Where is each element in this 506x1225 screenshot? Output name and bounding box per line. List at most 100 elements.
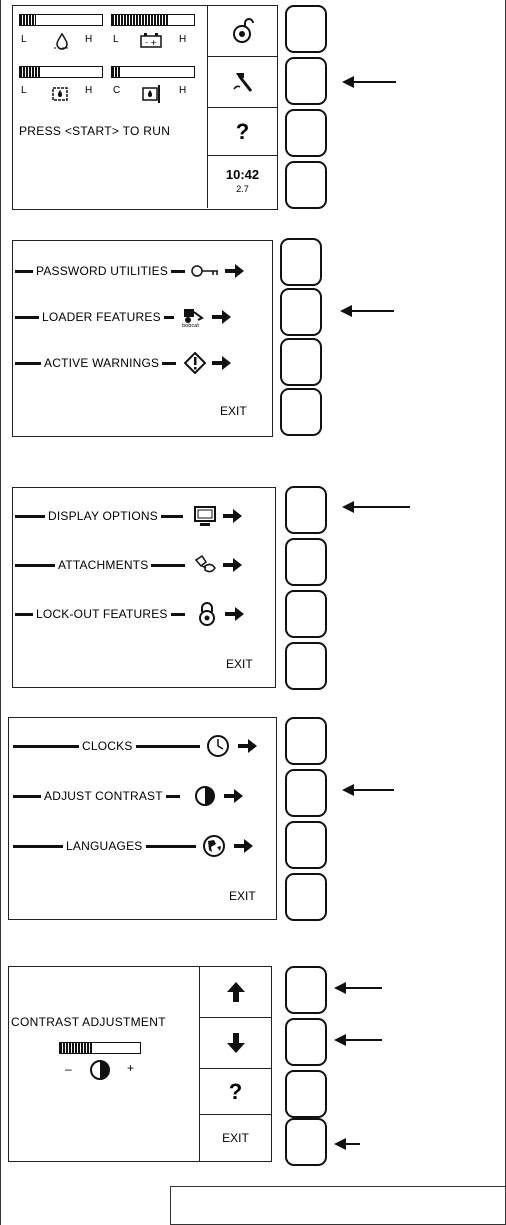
unlock-icon — [232, 18, 254, 43]
screen-utilities-menu: PASSWORD UTILITIES LOADER FEATURES bobca… — [12, 240, 273, 437]
battery-icon: - + — [140, 33, 162, 48]
screen-display-options-menu: CLOCKS ADJUST CONTRAST LANGUAGES EXIT — [8, 717, 277, 920]
menu-row-languages: LANGUAGES — [13, 835, 275, 857]
screen-main-display: L H L - + H L H C H PRESS <START> TO RUN… — [12, 5, 278, 210]
softkey-2-4[interactable] — [280, 388, 322, 436]
softkey-5-4[interactable] — [285, 1118, 327, 1166]
right-arrow-icon — [224, 607, 244, 621]
menu-label: ADJUST CONTRAST — [44, 789, 163, 803]
menu-row-loader: LOADER FEATURES bobcat — [15, 307, 265, 328]
contrast-title: CONTRAST ADJUSTMENT — [11, 1015, 166, 1029]
svg-text:bobcat: bobcat — [182, 323, 199, 328]
menu-label: LOCK-OUT FEATURES — [36, 607, 168, 621]
battery-gauge — [111, 14, 195, 26]
screen5-side-menu: ? EXIT — [199, 967, 271, 1161]
right-arrow-icon — [211, 310, 231, 324]
softkey-2-2[interactable] — [280, 288, 322, 336]
screen-contrast-adjustment: CONTRAST ADJUSTMENT – + ? EXIT — [8, 966, 272, 1162]
right-arrow-icon — [225, 264, 245, 278]
contrast-plus-label: + — [127, 1061, 135, 1075]
coolant-gauge — [111, 66, 195, 78]
clock-cell: 10:42 2.7 — [208, 156, 277, 208]
softkey-4-3[interactable] — [285, 821, 327, 869]
pointer-arrow-icon — [342, 784, 394, 796]
softkey-3-2[interactable] — [285, 538, 327, 586]
engine-oil-icon — [54, 32, 70, 50]
menu-label: ATTACHMENTS — [58, 558, 149, 572]
menu-label: PASSWORD UTILITIES — [36, 264, 169, 278]
softkey-1-4[interactable] — [285, 161, 327, 209]
help-icon: ? — [228, 1078, 243, 1104]
menu-row-clocks: CLOCKS — [13, 735, 275, 757]
help-cell: ? — [208, 108, 277, 156]
softkey-3-1[interactable] — [285, 486, 327, 534]
up-arrow-icon — [226, 982, 245, 1002]
pointer-arrow-icon — [340, 305, 394, 317]
clock-icon — [206, 735, 229, 757]
softkey-1-2[interactable] — [285, 57, 327, 105]
pointer-arrow-icon — [334, 982, 382, 994]
softkey-3-4[interactable] — [285, 642, 327, 690]
menu-row-warnings: ACTIVE WARNINGS — [15, 352, 265, 374]
right-arrow-icon — [237, 739, 257, 753]
softkey-1-1[interactable] — [285, 5, 327, 53]
start-message: PRESS <START> TO RUN — [19, 124, 171, 138]
menu-label: LOADER FEATURES — [42, 310, 161, 324]
softkey-3-3[interactable] — [285, 590, 327, 638]
clock-time: 10:42 — [225, 167, 260, 182]
softkey-2-3[interactable] — [280, 338, 322, 386]
softkey-4-1[interactable] — [285, 717, 327, 765]
pointer-arrow-icon — [342, 501, 410, 513]
gauge-high-label: H — [85, 85, 93, 96]
footer-box — [170, 1186, 506, 1225]
softkey-5-1[interactable] — [285, 966, 327, 1014]
fuel-icon — [52, 87, 68, 101]
pointer-arrow-icon — [334, 1034, 382, 1046]
unlock-cell — [208, 6, 277, 57]
warning-icon — [184, 352, 207, 374]
menu-label: LANGUAGES — [66, 839, 143, 853]
help-icon: ? — [235, 118, 250, 144]
gauge-low-label: L — [21, 34, 27, 45]
right-arrow-icon — [222, 509, 242, 523]
gauge-high-label: H — [179, 34, 187, 45]
right-arrow-icon — [223, 789, 243, 803]
svg-text:- +: - + — [145, 38, 157, 47]
contrast-icon — [90, 1060, 110, 1080]
contrast-icon — [194, 786, 215, 806]
gauge-low-label: L — [21, 85, 27, 96]
contrast-minus-label: – — [65, 1062, 72, 1076]
fuel-gauge — [19, 66, 103, 78]
pointer-arrow-icon — [334, 1138, 360, 1150]
softkey-4-4[interactable] — [285, 873, 327, 921]
menu-label: DISPLAY OPTIONS — [48, 509, 158, 523]
menu-label: CLOCKS — [82, 739, 133, 753]
softkey-1-3[interactable] — [285, 109, 327, 157]
padlock-icon — [198, 602, 215, 626]
gauge-low-label: L — [113, 34, 119, 45]
menu-row-lock-out: LOCK-OUT FEATURES — [15, 602, 271, 626]
exit-cell: EXIT — [200, 1115, 271, 1161]
gauge-high-label: H — [179, 85, 187, 96]
pointer-arrow-icon — [342, 76, 396, 88]
coolant-temp-icon — [142, 85, 160, 103]
softkey-4-2[interactable] — [285, 769, 327, 817]
tools-cell — [208, 57, 277, 108]
attachment-icon — [195, 554, 217, 573]
contrast-level-bar — [59, 1042, 141, 1054]
right-arrow-icon — [212, 356, 232, 370]
up-cell — [200, 967, 271, 1018]
down-cell — [200, 1018, 271, 1069]
gauge-high-label: H — [85, 34, 93, 45]
softkey-5-3[interactable] — [285, 1070, 327, 1118]
exit-label: EXIT — [226, 657, 253, 671]
loader-icon: bobcat — [182, 309, 204, 328]
softkey-5-2[interactable] — [285, 1018, 327, 1066]
menu-label: ACTIVE WARNINGS — [44, 356, 160, 370]
page-left-border — [0, 0, 1, 1225]
screen1-side-menu: ? 10:42 2.7 — [207, 6, 277, 208]
clock-sub: 2.7 — [236, 184, 249, 194]
right-arrow-icon — [233, 839, 253, 853]
globe-icon — [202, 835, 225, 857]
softkey-2-1[interactable] — [280, 238, 322, 286]
